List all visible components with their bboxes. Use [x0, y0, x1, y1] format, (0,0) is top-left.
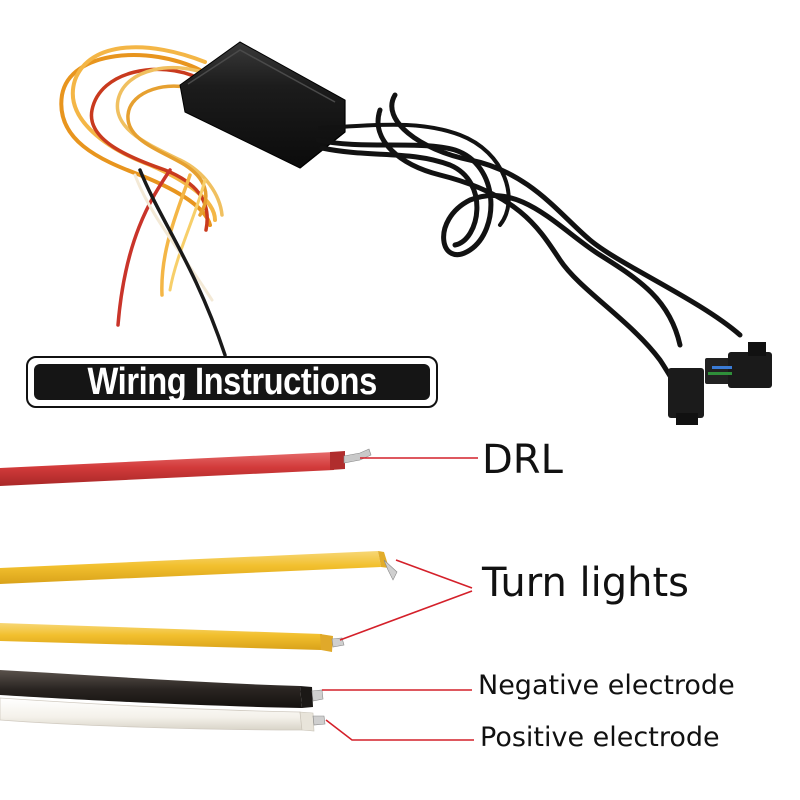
- black-cable: [315, 92, 743, 388]
- leader-lines: [322, 457, 478, 741]
- label-drl: DRL: [482, 437, 563, 483]
- leader-line-turn-upper: [395, 559, 473, 589]
- title-badge-inner: Wiring Instructions: [34, 361, 430, 403]
- turn-wire-upper: [0, 551, 398, 584]
- controller-box: [179, 41, 346, 169]
- loose-wire-bundle: [59, 45, 227, 357]
- label-turn-lights: Turn lights: [482, 560, 690, 606]
- leader-line-positive: [325, 719, 474, 741]
- negative-wire: [0, 670, 324, 708]
- label-negative-electrode: Negative electrode: [478, 670, 735, 701]
- leader-line-turn-lower: [339, 590, 473, 641]
- title-badge: Wiring Instructions: [26, 356, 438, 408]
- title-text: Wiring Instructions: [87, 360, 377, 403]
- label-positive-electrode: Positive electrode: [480, 722, 720, 753]
- turn-wire-lower: [0, 623, 345, 652]
- drl-wire: [0, 448, 372, 486]
- positive-wire: [0, 697, 326, 732]
- connector-plug: [668, 342, 772, 425]
